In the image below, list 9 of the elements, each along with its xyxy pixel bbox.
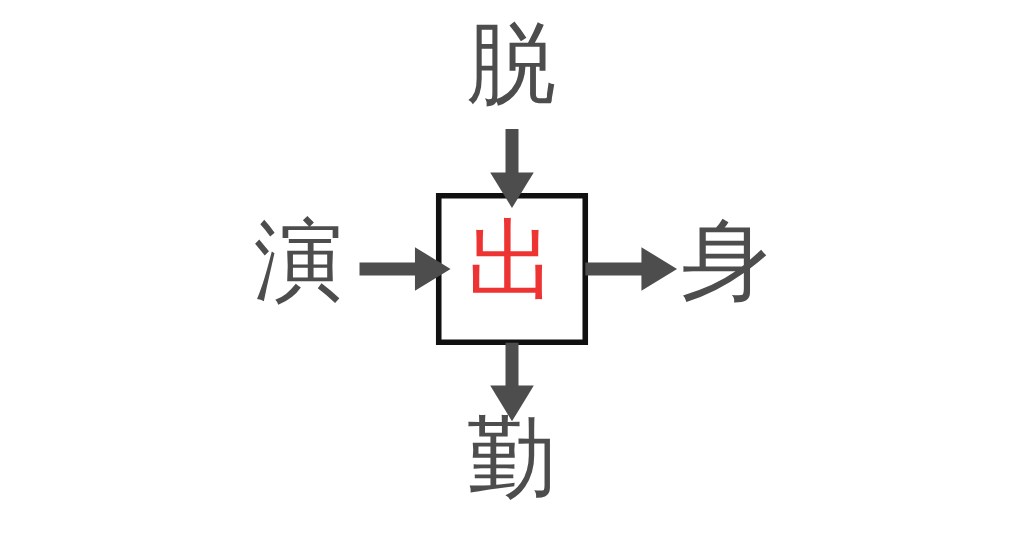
arrow <box>490 342 534 422</box>
node-text: 演 <box>254 208 344 313</box>
arrow <box>359 247 451 291</box>
node-box: 出 <box>435 192 589 346</box>
node-text: 身 <box>680 208 770 313</box>
arrow <box>490 129 534 209</box>
node-text: 勤 <box>467 404 557 509</box>
node-text: 脱 <box>467 11 557 116</box>
arrow <box>585 247 678 291</box>
